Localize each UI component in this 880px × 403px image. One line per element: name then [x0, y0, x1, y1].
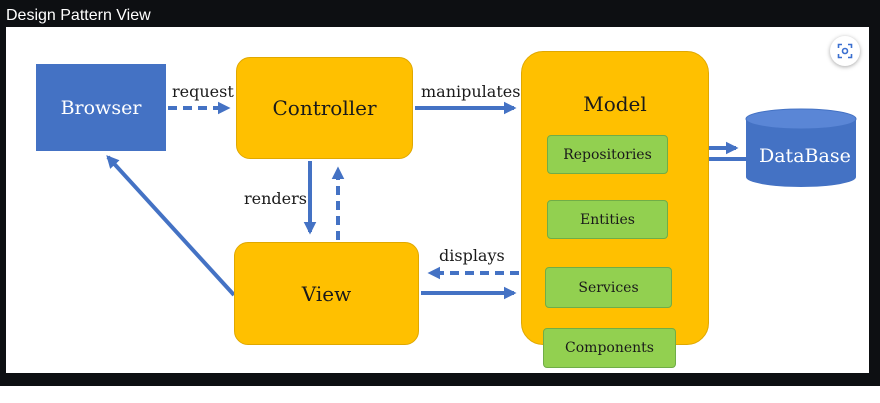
services-item: Services: [545, 267, 672, 308]
renders-label: renders: [244, 189, 307, 208]
window-title: Design Pattern View: [6, 7, 151, 24]
controller-node: Controller: [236, 57, 413, 159]
request-label: request: [172, 82, 234, 101]
view-to-browser-arrow: [106, 155, 236, 297]
zoom-button[interactable]: [830, 36, 860, 66]
zoom-to-fit-icon: [837, 43, 853, 59]
browser-node: Browser: [36, 64, 166, 151]
window-frame: Design Pattern View: [0, 0, 880, 386]
repositories-item: Repositories: [547, 135, 668, 174]
manipulates-label: manipulates: [421, 82, 521, 101]
view-node: View: [234, 242, 419, 345]
entities-item: Entities: [547, 200, 668, 239]
database-label: DataBase: [759, 145, 851, 167]
components-item: Components: [543, 328, 676, 368]
displays-label: displays: [439, 246, 505, 265]
database-cylinder: [745, 108, 857, 187]
diagram-canvas: Browser Controller View Model Repositori…: [6, 27, 869, 373]
